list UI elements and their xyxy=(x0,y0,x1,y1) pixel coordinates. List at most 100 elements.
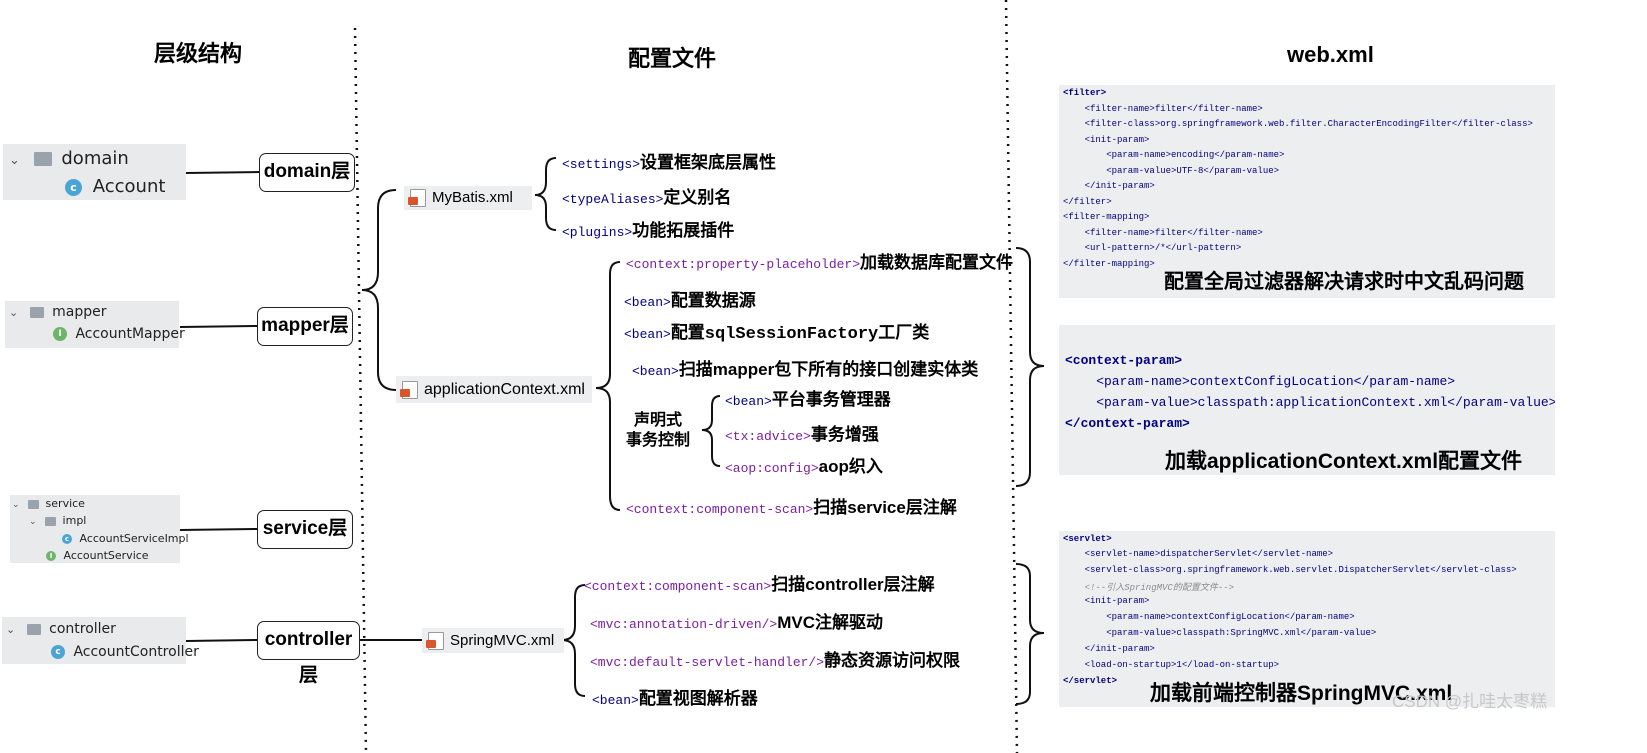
mvc-item-default-servlet-handler: <mvc:default-servlet-handler/>静态资源访问权限 xyxy=(590,646,960,671)
class-label: AccountServiceImpl xyxy=(79,532,189,545)
file-label: MyBatis.xml xyxy=(432,189,513,206)
file-mybatis-xml: MyBatis.xml xyxy=(404,186,532,210)
layer-box-mapper: mapper层 xyxy=(257,307,353,346)
layer-box-domain: domain层 xyxy=(259,153,355,192)
xml-tag: <bean> xyxy=(624,295,671,310)
mybatis-item-settings: <settings>设置框架底层属性 xyxy=(562,148,776,173)
item-desc: 事务增强 xyxy=(810,425,879,444)
tree-domain: ⌄ domain c Account xyxy=(3,144,186,200)
item-desc: 定义别名 xyxy=(663,188,732,207)
folder-label: controller xyxy=(49,621,116,637)
xml-tag: <bean> xyxy=(592,693,639,708)
interface-label: AccountMapper xyxy=(75,326,185,342)
file-label: SpringMVC.xml xyxy=(450,632,555,649)
code-line: <param-value>UTF-8</param-value> xyxy=(1063,166,1280,176)
code-line: </servlet> xyxy=(1063,676,1118,686)
xml-tag: <bean> xyxy=(632,364,679,379)
layer-box-controller: controller层 xyxy=(257,621,360,686)
mvc-item-view-resolver: <bean>配置视图解析器 xyxy=(592,684,758,709)
mvc-item-annotation-driven: <mvc:annotation-driven/>MVC注解驱动 xyxy=(590,608,883,633)
code-line: <url-pattern>/*</url-pattern> xyxy=(1063,243,1242,253)
xml-tag: <aop:config> xyxy=(725,461,819,476)
web-servlet-caption: 加载前端控制器SpringMVC.xml xyxy=(1150,682,1453,705)
folder-icon xyxy=(28,499,40,509)
xml-file-icon xyxy=(400,380,418,399)
tx-label-line1: 声明式 xyxy=(634,412,683,429)
xml-tag: <bean> xyxy=(624,327,671,342)
xml-tag: <context:property-placeholder> xyxy=(626,257,861,272)
folder-label: domain xyxy=(61,148,129,169)
xml-tag: <settings> xyxy=(562,157,641,172)
tx-label: 声明式 事务控制 xyxy=(626,411,690,451)
layer-box-service: service层 xyxy=(257,510,353,549)
folder-icon xyxy=(29,306,44,318)
code-comment: <!--引入SpringMVC的配置文件--> xyxy=(1063,583,1235,593)
mybatis-item-plugins: <plugins>功能拓展插件 xyxy=(562,216,734,241)
code-line: <param-name>contextConfigLocation</param… xyxy=(1063,612,1355,622)
folder-label: impl xyxy=(62,514,87,527)
item-desc: 静态资源访问权限 xyxy=(824,651,961,670)
tree-service: ⌄ service ⌄ impl c AccountServiceImpl I … xyxy=(10,495,189,563)
mvc-item-component-scan: <context:component-scan>扫描controller层注解 xyxy=(584,570,935,595)
header-web-xml: web.xml xyxy=(1287,42,1374,67)
tx-item-advice: <tx:advice>事务增强 xyxy=(725,420,879,445)
tx-label-line2: 事务控制 xyxy=(626,432,691,449)
folder-label: mapper xyxy=(52,304,107,320)
chevron-down-icon: ⌄ xyxy=(29,517,37,527)
xml-tag: <context:component-scan> xyxy=(584,579,772,594)
item-desc: 扫描controller层注解 xyxy=(771,575,935,594)
web-context-caption: 加载applicationContext.xml配置文件 xyxy=(1165,450,1523,473)
code-line: <param-name>contextConfigLocation</param… xyxy=(1065,374,1456,389)
item-desc: 平台事务管理器 xyxy=(771,390,891,409)
file-springmvc-xml: SpringMVC.xml xyxy=(422,628,564,653)
code-line: <load-on-startup>1</load-on-startup> xyxy=(1063,660,1280,670)
code-line: <param-name>encoding</param-name> xyxy=(1063,150,1285,160)
chevron-down-icon: ⌄ xyxy=(9,306,19,319)
code-line: <init-param> xyxy=(1063,596,1150,606)
item-desc: 配置视图解析器 xyxy=(638,689,758,708)
item-desc: 扫描mapper包下所有的接口创建实体类 xyxy=(678,360,979,379)
code-line: <filter-mapping> xyxy=(1063,212,1150,222)
xml-file-icon xyxy=(426,631,444,650)
code-line: <param-value>classpath:SpringMVC.xml</pa… xyxy=(1063,628,1377,638)
xml-tag: <bean> xyxy=(725,394,772,409)
code-line: <servlet> xyxy=(1063,534,1112,544)
code-line: </context-param> xyxy=(1065,416,1190,431)
item-desc: aop织入 xyxy=(818,457,883,476)
code-line: <param-value>classpath:applicationContex… xyxy=(1065,395,1555,410)
item-desc: 扫描service层注解 xyxy=(813,498,957,517)
code-line: <init-param> xyxy=(1063,135,1150,145)
header-config-files: 配置文件 xyxy=(628,46,717,71)
code-line: <servlet-name>dispatcherServlet</servlet… xyxy=(1063,549,1334,559)
class-icon: c xyxy=(51,645,65,659)
folder-icon xyxy=(26,623,41,635)
interface-label: AccountService xyxy=(63,549,149,562)
chevron-down-icon: ⌄ xyxy=(12,500,20,510)
code-line: </init-param> xyxy=(1063,644,1155,654)
watermark: CSDN @扎哇太枣糕 xyxy=(1392,692,1548,711)
interface-icon: I xyxy=(46,551,56,561)
item-desc: 配置数据源 xyxy=(670,291,756,310)
tx-item-aop-config: <aop:config>aop织入 xyxy=(725,452,883,477)
item-desc: MVC注解驱动 xyxy=(777,613,884,632)
class-label: Account xyxy=(92,176,166,197)
item-desc: 配置sqlSessionFactory工厂类 xyxy=(670,325,930,344)
appctx-item-mapper-scan: <bean>扫描mapper包下所有的接口创建实体类 xyxy=(632,355,978,380)
xml-tag: <plugins> xyxy=(562,225,633,240)
web-filter-panel: <filter> <filter-name>filter</filter-nam… xyxy=(1059,85,1555,298)
interface-icon: I xyxy=(53,327,67,341)
xml-file-icon xyxy=(408,189,426,207)
file-applicationcontext-xml: applicationContext.xml xyxy=(396,376,592,403)
xml-tag: <typeAliases> xyxy=(562,192,664,207)
appctx-item-property-placeholder: <context:property-placeholder>加载数据库配置文件 xyxy=(626,248,1013,273)
folder-icon xyxy=(45,516,57,526)
code-line: </init-param> xyxy=(1063,181,1155,191)
folder-icon xyxy=(33,152,52,166)
item-desc: 功能拓展插件 xyxy=(632,221,735,240)
web-context-panel: <context-param> <param-name>contextConfi… xyxy=(1059,325,1555,475)
chevron-down-icon: ⌄ xyxy=(9,153,20,168)
tx-item-transaction-manager: <bean>平台事务管理器 xyxy=(725,385,891,410)
folder-label: service xyxy=(45,497,85,510)
code-line: <filter-name>filter</filter-name> xyxy=(1063,228,1263,238)
